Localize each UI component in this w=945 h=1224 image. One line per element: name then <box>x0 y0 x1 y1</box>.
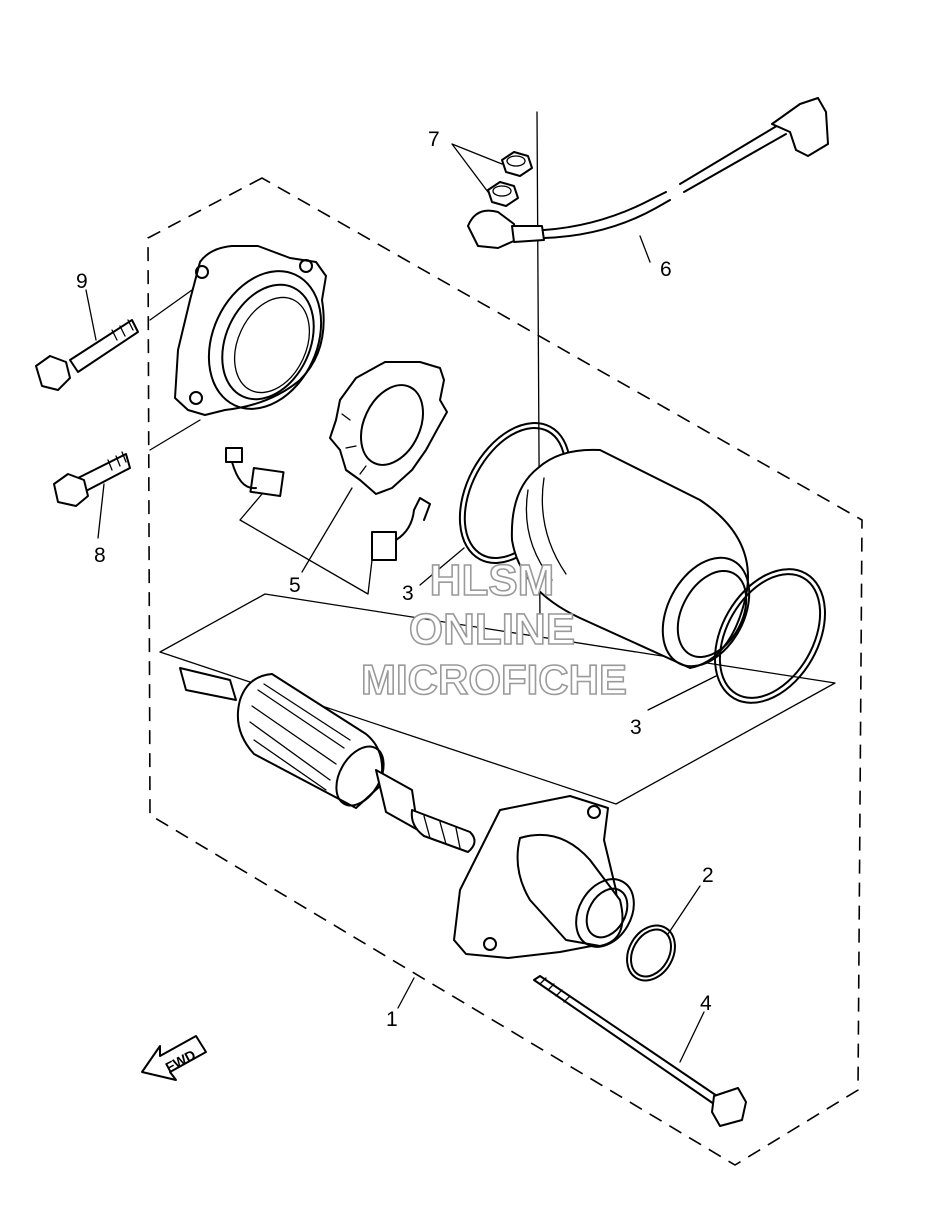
yoke <box>510 448 751 669</box>
o-ring-small-inner <box>630 928 672 978</box>
watermark: HLSM ONLINE MICROFICHE <box>360 555 628 704</box>
assembly-boundary <box>147 177 863 1166</box>
fwd-arrow-icon: FWD <box>141 1035 207 1081</box>
nut-upper <box>501 151 533 177</box>
callout-2: 2 <box>702 864 714 887</box>
o-ring-small <box>626 924 676 982</box>
front-cover <box>453 795 635 959</box>
rear-cover <box>174 245 327 416</box>
o-ring-lower <box>714 568 826 704</box>
callout-7: 7 <box>428 128 440 151</box>
callout-3-lower: 3 <box>630 716 642 739</box>
brush-holder-1 <box>225 447 285 497</box>
callout-3-upper: 3 <box>402 582 414 605</box>
watermark-line-1: HLSM <box>430 556 555 605</box>
brush-holder-2 <box>371 497 431 561</box>
brush-plate <box>329 361 448 495</box>
callout-4: 4 <box>700 992 712 1015</box>
callout-6: 6 <box>660 258 672 281</box>
long-bolt <box>533 975 747 1127</box>
o-ring-lower-inner <box>718 573 822 699</box>
callout-5: 5 <box>289 574 301 597</box>
callout-9: 9 <box>76 270 88 293</box>
armature <box>179 667 476 853</box>
watermark-line-2: ONLINE <box>409 605 575 654</box>
bolt-9 <box>35 319 139 391</box>
bolt-8 <box>53 451 131 507</box>
brush-leader <box>239 493 373 595</box>
nuts-leader <box>451 143 503 193</box>
watermark-line-3: MICROFICHE <box>361 656 627 703</box>
callout-8: 8 <box>94 544 106 567</box>
callout-1: 1 <box>386 1008 398 1031</box>
subassembly-bracket <box>159 593 836 805</box>
leader-lines <box>85 235 717 1063</box>
lead-wire <box>467 97 829 249</box>
nut-lower <box>487 181 519 207</box>
